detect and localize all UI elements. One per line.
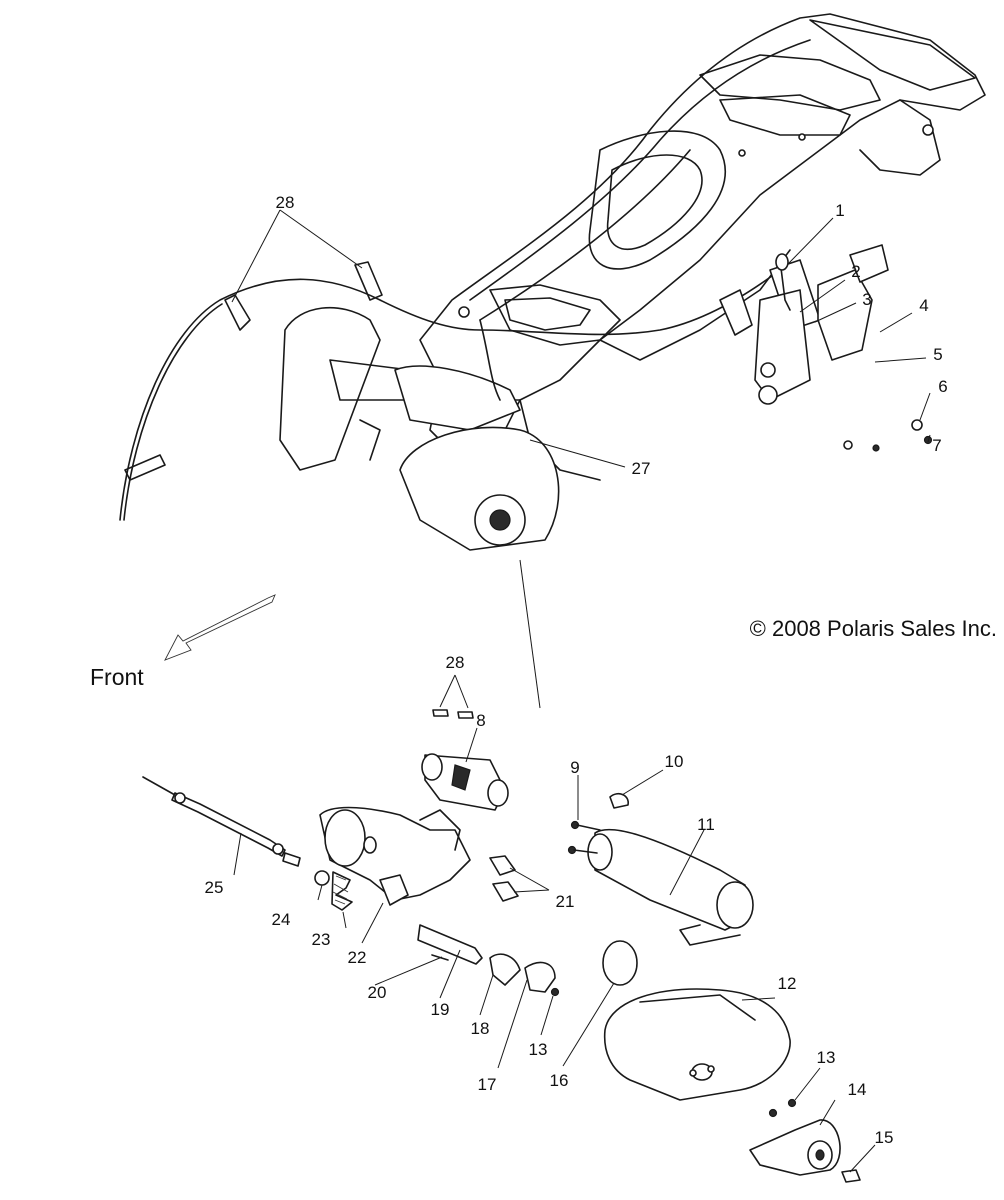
callout-labels: 28 1 2 3 4 5 6 7 27 28 8 9 10 11 21 25 2…: [205, 193, 948, 1147]
pins-28: [432, 709, 474, 719]
callout-4: 4: [919, 296, 928, 315]
shift-cable-25: [142, 776, 301, 867]
callout-1: 1: [835, 201, 844, 220]
screw-13b: [787, 1098, 797, 1108]
callout-18: 18: [471, 1019, 490, 1038]
screw-13c: [768, 1108, 778, 1118]
callout-25: 25: [205, 878, 224, 897]
callout-22: 22: [348, 948, 367, 967]
callout-7: 7: [932, 436, 941, 455]
bolts-21: [489, 855, 519, 902]
cover-12: [603, 988, 791, 1101]
callout-11: 11: [697, 815, 715, 834]
callout-14: 14: [848, 1080, 867, 1099]
shifter-housing-22: [319, 806, 471, 906]
callout-28: 28: [446, 653, 465, 672]
front-label: Front: [90, 664, 144, 690]
plate-17: [524, 961, 556, 993]
callout-17: 17: [478, 1075, 497, 1094]
sensor-bracket-assembly: [719, 244, 933, 452]
copyright-text: © 2008 Polaris Sales Inc.: [750, 616, 997, 641]
callout-27: 28: [276, 193, 295, 212]
shifter-installed: [279, 306, 560, 551]
callout-20: 20: [368, 983, 387, 1002]
screw-15: [841, 1169, 861, 1183]
callout-13b: 13: [817, 1048, 836, 1067]
callout-5: 5: [933, 345, 942, 364]
callout-13a: 13: [529, 1040, 548, 1059]
callout-23: 23: [312, 930, 331, 949]
front-arrow-icon: [164, 594, 276, 661]
shaft-19: [417, 924, 483, 965]
cap-10: [609, 793, 629, 809]
callout-16: 16: [550, 1071, 569, 1090]
callout-6: 6: [938, 377, 947, 396]
screw-13a: [550, 987, 560, 997]
leader-lines: [231, 209, 931, 1173]
band-16: [602, 940, 638, 986]
u-joint-8: [421, 753, 509, 811]
knob-14: [749, 1119, 841, 1176]
callout-12: 12: [778, 974, 797, 993]
callout-2: 2: [851, 262, 860, 281]
wire-harness-27: [119, 261, 781, 521]
callout-3: 3: [862, 290, 871, 309]
callout-10: 10: [665, 752, 684, 771]
callout-26: 27: [632, 459, 651, 478]
callout-24: 24: [272, 910, 291, 929]
washer-24: [314, 870, 330, 886]
callout-9: 9: [570, 758, 579, 777]
spring-23: [331, 871, 353, 911]
callout-15: 15: [875, 1128, 894, 1147]
motor-11: [567, 820, 754, 946]
callout-21: 21: [556, 892, 575, 911]
callout-19: 19: [431, 1000, 450, 1019]
bushing-18: [489, 953, 521, 986]
callout-8: 8: [476, 711, 485, 730]
